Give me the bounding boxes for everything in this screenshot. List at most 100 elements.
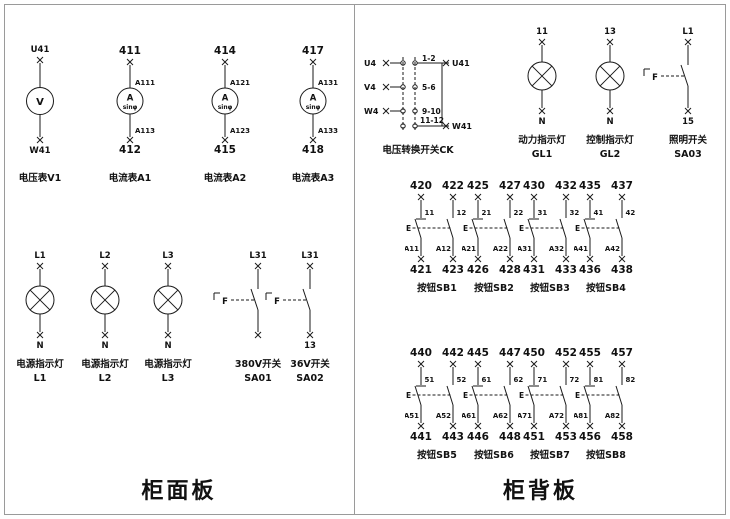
lamp-cross-icon — [531, 65, 553, 87]
wire-number: 425 — [467, 180, 489, 192]
terminal-mark-icon — [618, 193, 626, 201]
component-name-label: 36V开关 — [290, 359, 330, 370]
wire-label: 15 — [682, 117, 694, 127]
wire-number: 440 — [410, 347, 432, 359]
terminal-label: A111 — [135, 79, 155, 87]
contact-number-label: A52 — [436, 412, 451, 420]
component-name: 电流表A2 — [204, 172, 246, 186]
terminal-mark-icon — [126, 58, 134, 66]
terminal-mark-icon — [530, 422, 538, 430]
component-name: 电流表A3 — [292, 172, 334, 186]
contact-blade — [680, 64, 689, 87]
wire-number: 435 — [579, 180, 601, 192]
component-name-label: 电流表A3 — [291, 173, 335, 184]
terminal-mark-icon — [417, 255, 425, 263]
component-name-label: 按钮SB1 — [417, 283, 457, 294]
wire-label: N — [538, 117, 545, 127]
wire-number: 451 — [523, 431, 545, 443]
wire-number: 431 — [523, 264, 545, 276]
component-name-label: 按钮SB6 — [474, 450, 514, 461]
terminal-mark-icon — [684, 38, 692, 46]
component-name: 电压表V1 — [19, 172, 61, 186]
contact-number-label: A71 — [518, 412, 532, 420]
contact-blade — [250, 288, 259, 311]
wire-number: 415 — [214, 144, 236, 156]
contact-number-label: A62 — [493, 412, 508, 420]
indicator-lamp-symbol: L2N — [90, 251, 120, 351]
meter-dial-letter: V — [36, 97, 44, 108]
terminal-mark-icon — [221, 58, 229, 66]
wire-number: 428 — [499, 264, 521, 276]
terminal-mark-icon — [506, 422, 514, 430]
contact-number-label: A32 — [549, 245, 564, 253]
indicator-lamp-symbol: 13N — [595, 27, 625, 127]
terminal-mark-icon — [506, 360, 514, 368]
contact-number-label: 82 — [626, 376, 636, 384]
phase-terminal-label: V4 — [364, 83, 376, 92]
terminal-mark-icon — [417, 360, 425, 368]
actuator-label: E — [406, 391, 411, 400]
phase-terminal-label: U4 — [364, 59, 376, 68]
contact-blade — [302, 288, 311, 311]
component-name-label: SA03 — [674, 148, 702, 160]
contact-number-label: 52 — [457, 376, 467, 384]
wire-label: 13 — [604, 27, 616, 37]
terminal-mark-icon — [506, 193, 514, 201]
component-name-label: L2 — [98, 372, 112, 384]
wire-number: 430 — [523, 180, 545, 192]
component-name-label: 380V开关 — [234, 359, 282, 370]
terminal-mark-icon — [538, 107, 546, 115]
terminal-mark-icon — [618, 422, 626, 430]
wire-label: N — [101, 341, 108, 351]
contact-number-label: A42 — [605, 245, 620, 253]
terminal-mark-icon — [562, 193, 570, 201]
contact-number-label: 61 — [482, 376, 492, 384]
actuator-label: E — [519, 391, 524, 400]
component-name-label: 电源指示灯 — [144, 359, 192, 370]
terminal-mark-icon — [126, 136, 134, 144]
terminal-label: A131 — [318, 79, 338, 87]
wire-number: 456 — [579, 431, 601, 443]
terminal-mark-icon — [309, 136, 317, 144]
contact-pair-label: 11-12 — [420, 116, 444, 125]
terminal-mark-icon — [618, 360, 626, 368]
component-name: 按钮SB3 — [530, 282, 570, 296]
terminal-mark-icon — [254, 331, 262, 339]
terminal-mark-icon — [586, 360, 594, 368]
terminal-mark-icon — [36, 56, 44, 64]
contact-number-label: 21 — [482, 209, 492, 217]
wire-number: 427 — [499, 180, 521, 192]
wire-label: 11 — [536, 27, 548, 37]
terminal-mark-icon — [474, 422, 482, 430]
terminal-mark-icon — [474, 255, 482, 263]
component-name: 按钮SB8 — [586, 449, 626, 463]
component-name-label: 按钮SB4 — [586, 283, 626, 294]
contact-number-label: 22 — [514, 209, 524, 217]
component-name-label: L1 — [33, 372, 47, 384]
component-name-label: 按钮SB5 — [417, 450, 457, 461]
actuator-label: E — [406, 224, 411, 233]
terminal-mark-icon — [530, 255, 538, 263]
terminal-mark-icon — [506, 255, 514, 263]
wire-number: 411 — [119, 45, 141, 57]
component-name-label: 照明开关 — [668, 135, 707, 146]
meter-dial-letter: A — [222, 94, 229, 104]
contact-number-label: 12 — [457, 209, 467, 217]
terminal-mark-icon — [474, 360, 482, 368]
lamp-cross-icon — [94, 289, 116, 311]
contact-point — [400, 60, 406, 66]
wire-number: 441 — [410, 431, 432, 443]
wire-number: 436 — [579, 264, 601, 276]
